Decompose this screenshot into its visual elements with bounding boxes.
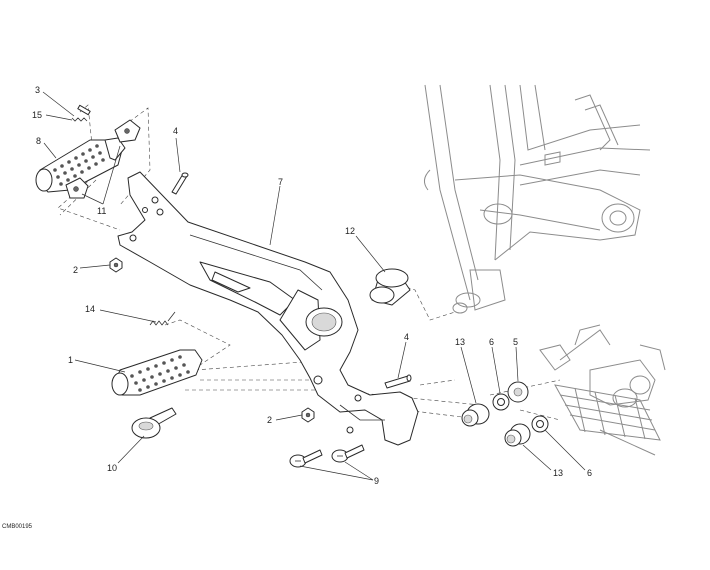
callout-7: 7 [278, 177, 283, 187]
callout-13-upper: 13 [455, 337, 465, 347]
screws-9 [289, 444, 365, 468]
bolt-10 [131, 407, 177, 439]
callout-10: 10 [107, 463, 117, 473]
callout-4-top: 4 [173, 126, 178, 136]
spring-15 [71, 117, 88, 122]
callout-4-lower: 4 [404, 332, 409, 342]
spring-14 [149, 311, 176, 326]
leader-lines [42, 91, 586, 481]
callout-6-lower: 6 [587, 468, 592, 478]
bushing-13-upper [461, 403, 490, 427]
callout-14: 14 [85, 304, 95, 314]
callout-6-upper: 6 [489, 337, 494, 347]
washer-6-lower [531, 415, 549, 433]
washer-6-upper [492, 393, 510, 411]
frame-outline [424, 84, 651, 314]
callout-13-lower: 13 [553, 468, 563, 478]
callout-2-top: 2 [73, 265, 78, 275]
callout-11: 11 [97, 206, 106, 216]
nut-2-lower [301, 407, 315, 423]
pin-3 [77, 104, 91, 116]
bushing-13-lower [504, 423, 531, 447]
callout-12: 12 [345, 226, 355, 236]
footpeg-1 [111, 349, 203, 396]
footpeg-bracket-plates-11 [65, 119, 141, 199]
callout-8: 8 [36, 136, 41, 146]
callout-9: 9 [374, 476, 379, 486]
footrest-bracket-7 [117, 171, 419, 446]
callout-2-lower: 2 [267, 415, 272, 425]
footpeg-8 [35, 137, 126, 193]
pin-4-lower [384, 374, 412, 389]
gear-shift-assembly [539, 324, 666, 456]
callout-1: 1 [68, 355, 73, 365]
callout-5: 5 [513, 337, 518, 347]
bearing-5 [507, 381, 529, 403]
nut-2-top [109, 257, 123, 273]
pin-4-top [171, 172, 189, 195]
callout-3: 3 [35, 85, 40, 95]
callout-15: 15 [32, 110, 42, 120]
bushing-12 [369, 268, 411, 306]
drawing-code: CMB00195 [2, 524, 33, 530]
